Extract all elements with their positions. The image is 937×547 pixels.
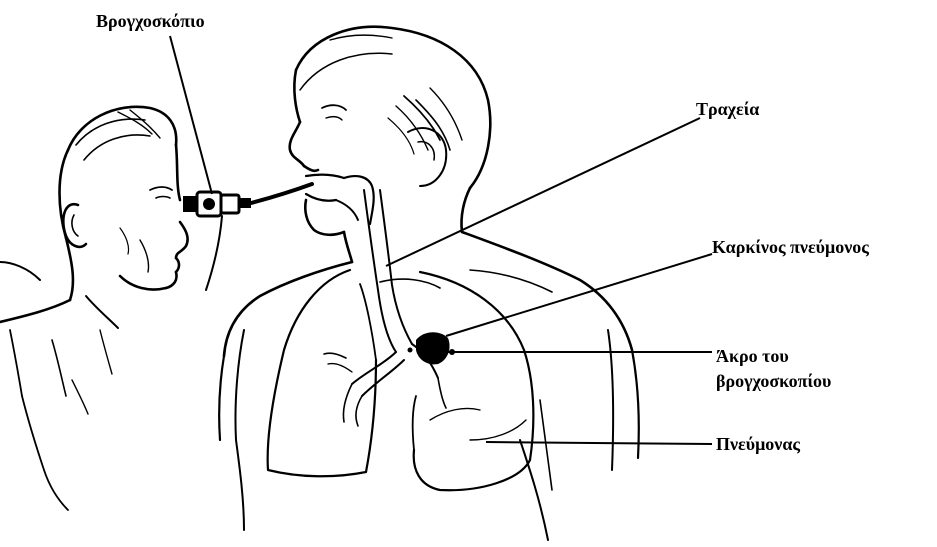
bronchoscope-device (183, 184, 312, 290)
label-bronchoscope-tip: Άκρο του βρογχοσκοπίου (716, 344, 831, 394)
label-bronchoscope: Βρογχοσκόπιο (96, 10, 205, 32)
label-lung: Πνεύμονας (716, 433, 800, 455)
patient-figure (219, 27, 639, 540)
tumor (408, 332, 456, 364)
trachea (324, 190, 412, 426)
doctor-figure (0, 107, 188, 510)
trachea-leader (386, 118, 700, 266)
leader-lines (170, 36, 712, 444)
lung-cancer-leader (446, 254, 712, 336)
lung-leader (486, 442, 712, 444)
label-trachea: Τραχεία (696, 98, 759, 120)
label-bronchoscope-tip-line2: βρογχοσκοπίου (716, 369, 831, 394)
label-lung-cancer: Καρκίνος πνεύμονος (712, 236, 869, 258)
label-bronchoscope-tip-line1: Άκρο του (716, 344, 831, 369)
lungs (268, 270, 534, 490)
